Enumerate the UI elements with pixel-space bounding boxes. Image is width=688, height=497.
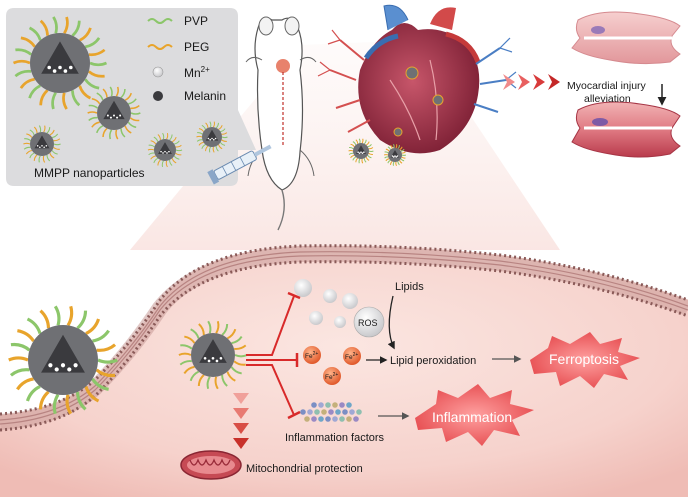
- mito-protection-label: Mitochondrial protection: [246, 463, 363, 475]
- mito-chevrons: [233, 393, 249, 449]
- nanoparticle-small-2: [147, 132, 183, 168]
- mn-label: Mn2+: [184, 65, 210, 80]
- inflammation-factor-dot: [353, 416, 359, 422]
- inflammation-factor-dot: [321, 409, 327, 415]
- ros-spheres: [294, 279, 358, 328]
- inflammation-factor-dot: [332, 416, 338, 422]
- heart-to-fiber-arrows: [503, 74, 560, 90]
- heart-illustration: [317, 4, 517, 154]
- injury-text-line2: alleviation: [584, 93, 631, 105]
- svg-text:Fe2+: Fe2+: [305, 351, 318, 360]
- cell-membrane: [0, 244, 688, 432]
- lipids-arrow: [387, 295, 395, 350]
- inflammation-burst: Inflammation: [415, 384, 534, 446]
- inflammation-factor-dot: [314, 409, 320, 415]
- nanoparticle-endocytosis: [8, 305, 118, 415]
- nanoparticle-small-3: [196, 121, 228, 153]
- inflammation-factor-dot: [325, 416, 331, 422]
- nanoparticle-intracellular: [178, 320, 248, 390]
- inflammation-factor-dot: [349, 409, 355, 415]
- peg-swatch-icon: [147, 44, 173, 50]
- inflammation-factor-dot: [311, 416, 317, 422]
- inflammation-factor-dot: [339, 416, 345, 422]
- nanoparticle-small-1: [23, 125, 61, 163]
- inflammation-factor-dot: [311, 402, 317, 408]
- inflammation-factor-dot: [304, 416, 310, 422]
- inflammation-factors-label: Inflammation factors: [285, 432, 385, 444]
- nanoparticle-layer: [8, 16, 407, 415]
- lipids-label: Lipids: [395, 281, 424, 293]
- svg-text:Fe2+: Fe2+: [345, 352, 358, 361]
- pvp-swatch-icon: [147, 18, 173, 24]
- ferroptosis-label: Ferroptosis: [549, 351, 619, 367]
- inflammation-factor-dot: [335, 409, 341, 415]
- pvp-label: PVP: [184, 14, 208, 28]
- mitochondrion-icon: [180, 450, 242, 480]
- fe-ions: Fe2+ Fe2+ Fe2+: [303, 346, 361, 385]
- inflammation-factor-dot: [328, 409, 334, 415]
- svg-text:Fe2+: Fe2+: [325, 372, 338, 381]
- inflammation-factor-dot: [346, 402, 352, 408]
- inflammation-factor-dot: [318, 416, 324, 422]
- inflammation-factor-dot: [356, 409, 362, 415]
- ferroptosis-burst: Ferroptosis: [530, 332, 640, 388]
- inflammation-factor-dot: [300, 409, 306, 415]
- inflammation-factor-dot: [339, 402, 345, 408]
- syringe-icon: [207, 144, 272, 185]
- inflammation-factor-dot: [342, 409, 348, 415]
- inflammation-factor-dot: [346, 416, 352, 422]
- mouse-heart-marker: [276, 59, 290, 73]
- inflammation-factors-cluster: [300, 402, 362, 422]
- melanin-label: Melanin: [184, 89, 226, 103]
- myocardial-fiber-healed: [571, 101, 681, 158]
- peg-label: PEG: [184, 40, 209, 54]
- lipid-peroxidation-label: Lipid peroxidation: [390, 355, 476, 367]
- ros-label: ROS: [358, 318, 378, 328]
- panel-title: MMPP nanoparticles: [34, 166, 145, 180]
- inflammation-label: Inflammation: [432, 409, 512, 425]
- legend: PVP PEG Mn2+ Melanin MMPP nanoparticles: [34, 14, 226, 180]
- nanoparticle-blood-1: [348, 138, 374, 164]
- mn-swatch-icon: [152, 66, 164, 78]
- heart-nanoparticles: [393, 66, 444, 137]
- inflammation-factor-dot: [332, 402, 338, 408]
- nanoparticle-medium: [87, 86, 141, 140]
- myocardial-fiber-injured: [571, 11, 681, 65]
- nanoparticle-blood-2: [383, 143, 407, 167]
- injury-text-line1: Myocardial injury: [567, 80, 647, 92]
- melanin-swatch-icon: [153, 91, 163, 101]
- inflammation-factor-dot: [307, 409, 313, 415]
- inflammation-factor-dot: [325, 402, 331, 408]
- inhibition-lines: [246, 291, 301, 420]
- nanoparticle-large: [12, 16, 108, 110]
- ros-bubble: [353, 306, 385, 338]
- inflammation-factor-dot: [318, 402, 324, 408]
